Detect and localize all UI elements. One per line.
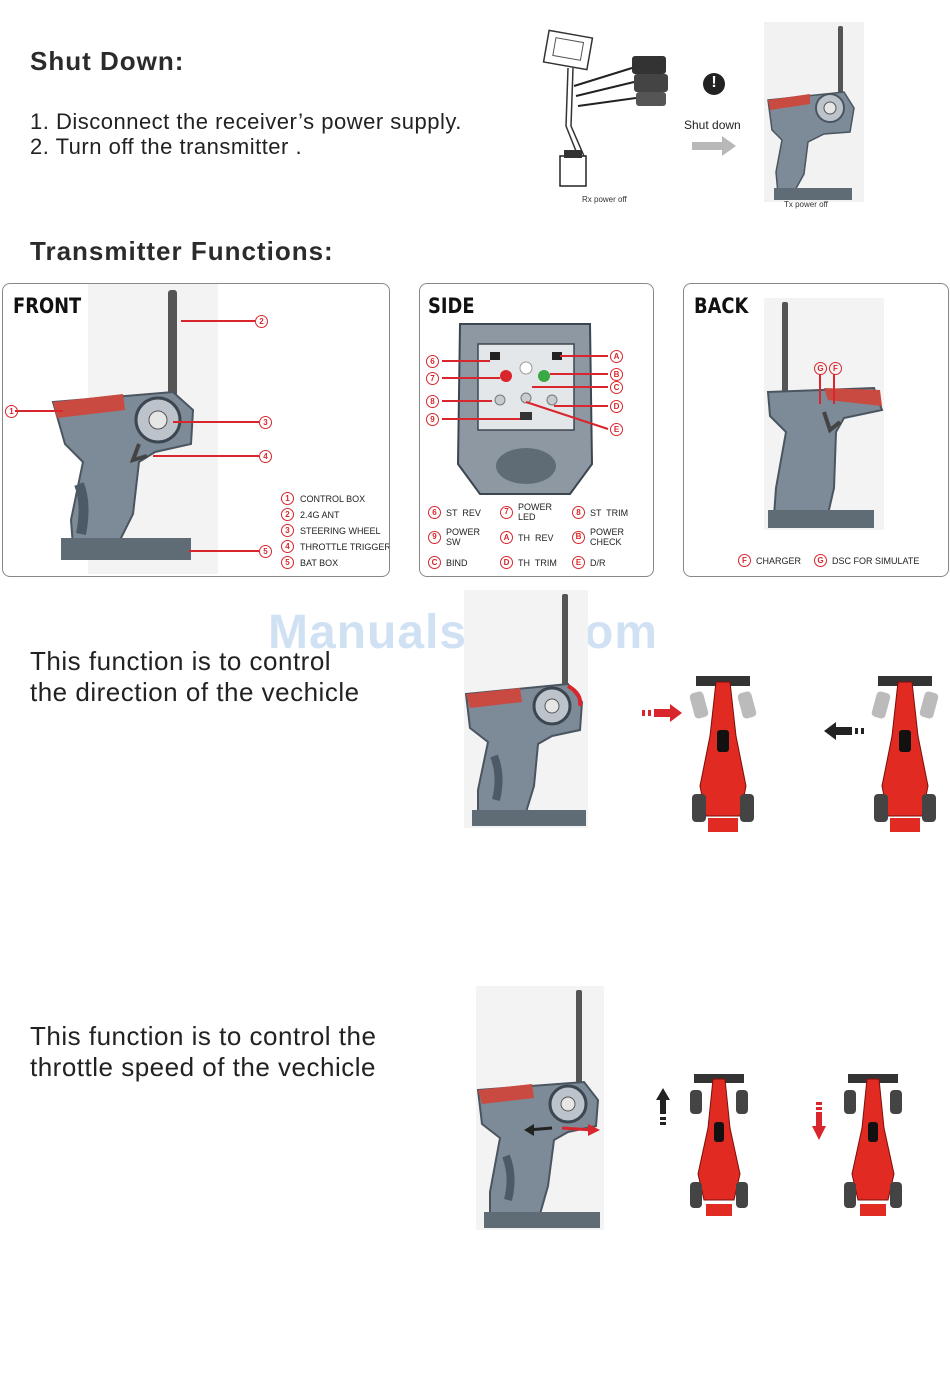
transmitter-functions-heading: Transmitter Functions: xyxy=(30,236,334,266)
side-callout-D: D xyxy=(610,400,623,413)
shutdown-arrow-label: Shut down xyxy=(684,118,741,132)
front-callout-2: 2 xyxy=(255,315,268,328)
back-callout-lines xyxy=(819,374,835,404)
car-backward-illustration xyxy=(844,1074,902,1216)
side-callout-7: 7 xyxy=(426,372,439,385)
steering-text-line-2: the direction of the vechicle xyxy=(30,677,360,707)
warning-symbol: ! xyxy=(711,74,717,91)
side-callout-B: B xyxy=(610,368,623,381)
side-panel-title: SIDE xyxy=(428,294,475,318)
tx-power-off-caption: Tx power off xyxy=(784,200,828,209)
front-transmitter-illustration xyxy=(51,284,218,574)
back-transmitter-illustration xyxy=(764,298,884,530)
warning-icon xyxy=(703,73,725,95)
receiver-illustration xyxy=(542,29,668,187)
back-callout-F: F xyxy=(829,362,842,375)
side-callout-lines xyxy=(442,355,609,430)
throttle-text-line-1: This function is to control the xyxy=(30,1021,377,1051)
arrow-left-icon xyxy=(824,722,864,740)
car-turning-right-illustration xyxy=(689,676,757,832)
watermark: ManualsLib.com xyxy=(268,606,659,659)
car-forward-illustration xyxy=(690,1074,748,1216)
front-callout-5: 5 xyxy=(259,545,272,558)
side-callout-E: E xyxy=(610,423,623,436)
front-panel-title: FRONT xyxy=(13,294,82,318)
shutdown-step-1: 1. Disconnect the receiver’s power suppl… xyxy=(30,109,462,134)
arrow-right-icon xyxy=(642,704,682,722)
side-callout-8: 8 xyxy=(426,395,439,408)
arrow-right-icon xyxy=(692,136,736,156)
side-callout-6: 6 xyxy=(426,355,439,368)
side-transmitter-illustration xyxy=(456,323,594,495)
back-panel-title: BACK xyxy=(694,294,749,318)
back-callout-G: G xyxy=(814,362,827,375)
arrow-up-icon xyxy=(656,1088,670,1125)
front-callout-1: 1 xyxy=(5,405,18,418)
front-callout-4: 4 xyxy=(259,450,272,463)
throttle-transmitter-illustration xyxy=(476,986,604,1230)
steering-text-line-1: This function is to control xyxy=(30,646,332,676)
shutdown-step-2: 2. Turn off the transmitter . xyxy=(30,134,303,159)
side-callout-A: A xyxy=(610,350,623,363)
front-callout-3: 3 xyxy=(259,416,272,429)
arrow-down-icon xyxy=(812,1102,826,1140)
rx-power-off-caption: Rx power off xyxy=(582,195,627,204)
throttle-text-line-2: throttle speed of the vechicle xyxy=(30,1052,376,1082)
side-callout-C: C xyxy=(610,381,623,394)
front-callout-lines xyxy=(15,320,259,552)
car-turning-left-illustration xyxy=(871,676,939,832)
side-callout-9: 9 xyxy=(426,413,439,426)
steering-transmitter-illustration xyxy=(464,590,588,828)
shutdown-heading: Shut Down: xyxy=(30,46,185,76)
transmitter-off-illustration xyxy=(764,22,864,202)
